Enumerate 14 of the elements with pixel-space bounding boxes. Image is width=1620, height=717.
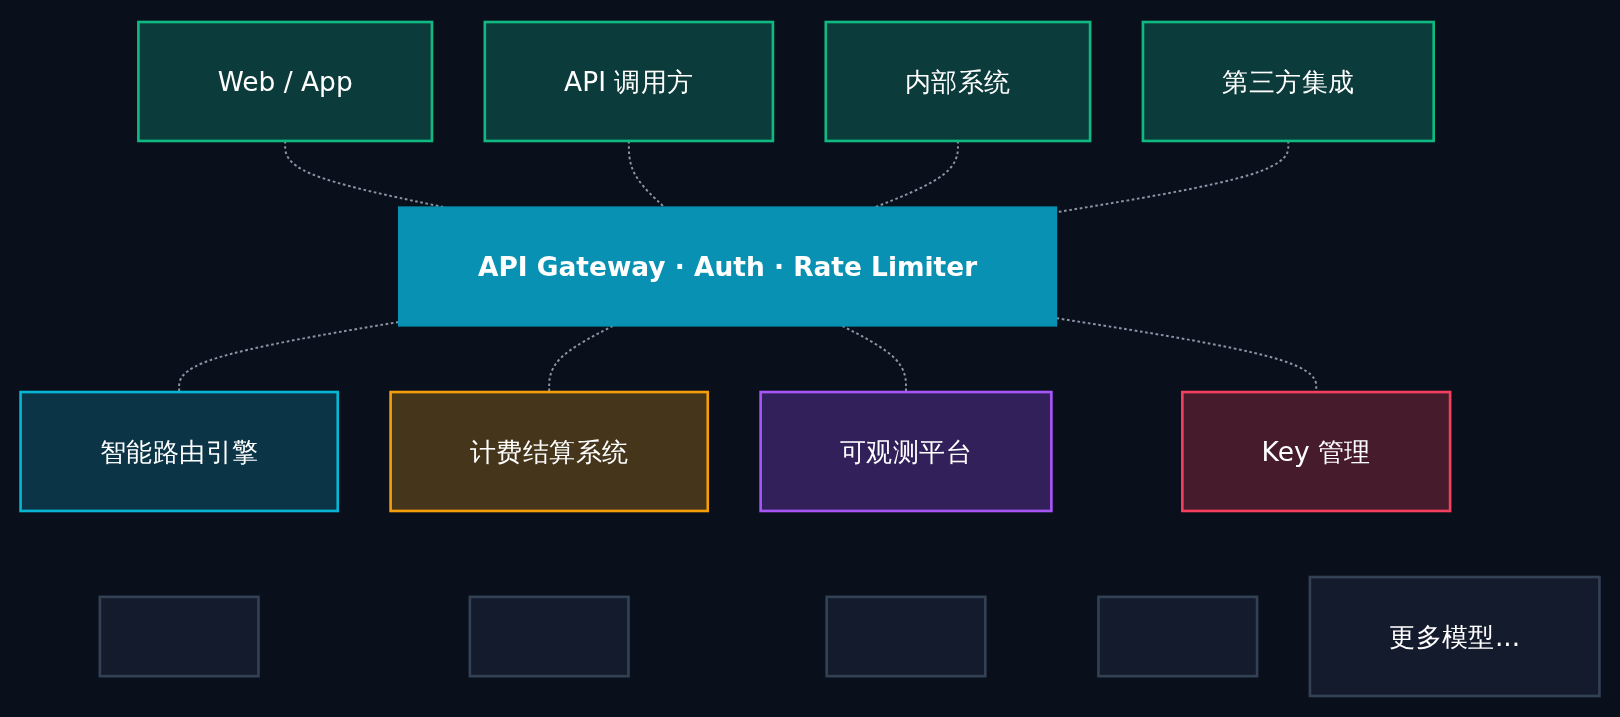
node-box: 更多模型...	[1308, 575, 1601, 697]
node-box: 内部系统	[824, 20, 1092, 142]
node-box: API Gateway · Auth · Rate Limiter	[398, 205, 1058, 327]
node-box: 智能路由引擎	[19, 390, 340, 512]
node-box: 第三方集成	[1141, 20, 1435, 142]
node-box	[468, 595, 630, 677]
node-box	[1097, 595, 1259, 677]
node-box: Key 管理	[1181, 390, 1452, 512]
node-box	[98, 595, 260, 677]
node-box: Web / App	[137, 20, 434, 142]
node-box: API 调用方	[483, 20, 775, 142]
node-box	[825, 595, 987, 677]
node-box: 可观测平台	[759, 390, 1053, 512]
node-box: 计费结算系统	[389, 390, 710, 512]
